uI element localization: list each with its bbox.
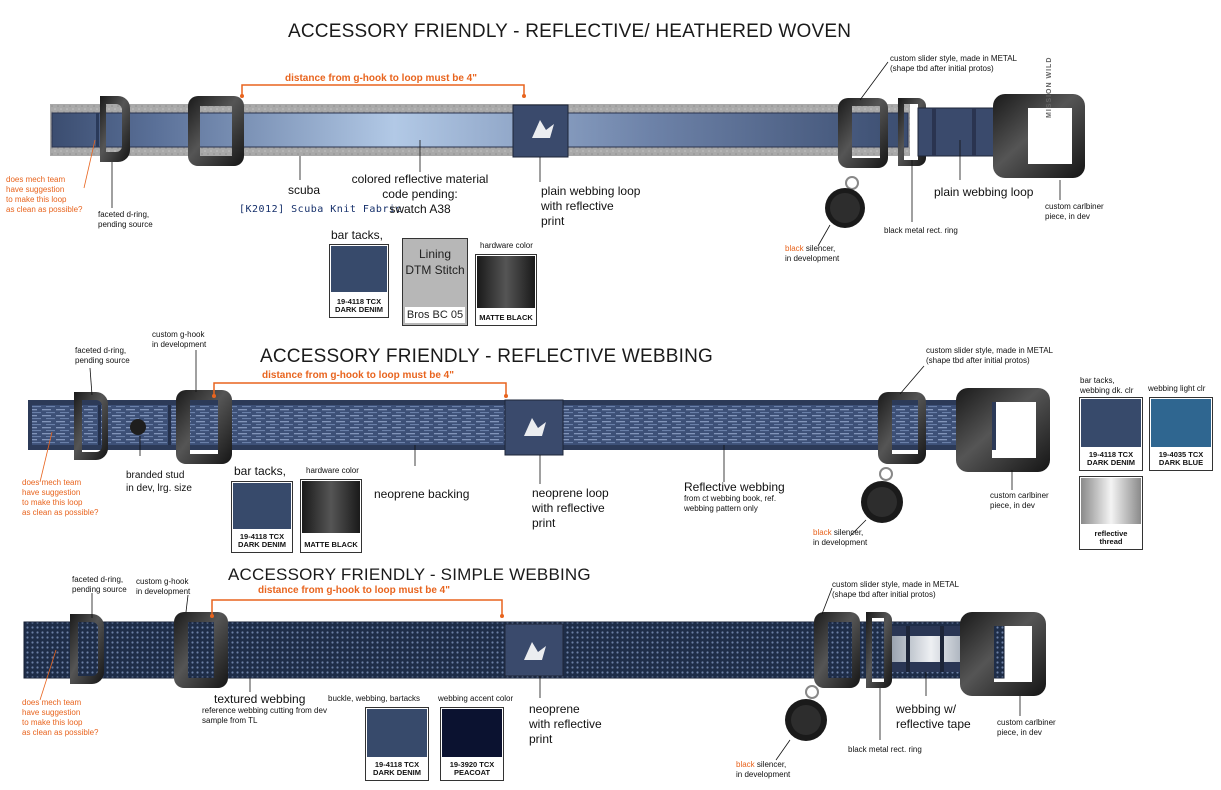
g-hook-label-2: custom g-hook in development [152, 330, 207, 349]
plain-loop-label: plain webbing loop [934, 185, 1034, 199]
slider [814, 612, 860, 688]
swatch-caption: 19-4118 TCX DARK DENIM [373, 759, 421, 778]
silencer-color-word: black [736, 760, 755, 769]
swatch-caption: reflective thread [1094, 528, 1128, 547]
silencer-label-3: black silencer, in development [736, 760, 790, 780]
d-ring [70, 614, 104, 684]
g-hook-label-3: custom g-hook in development [136, 577, 191, 596]
distance-note-1: distance from g-hook to loop must be 4" [285, 73, 477, 84]
slider-label-3: custom slider style, made in METAL (shap… [832, 580, 960, 599]
swatch-heading-hardware-2: hardware color [306, 466, 359, 475]
silencer-label-2: black silencer, in development [813, 528, 867, 548]
plain-webbing-loop [917, 107, 997, 157]
brand-logo-icon [532, 120, 554, 138]
reflective-webbing-label: Reflective webbing [684, 480, 785, 494]
swatch-matte-black-1: MATTE BLACK [475, 254, 537, 326]
carabiner-label-1: custom carlbiner piece, in dev [1045, 202, 1104, 221]
swatch-heading-bartacks-2: bar tacks, [234, 464, 287, 478]
mech-note-1: does mech team have suggestion to make t… [6, 175, 83, 214]
plain-loop-print-label: plain webbing loop with reflective print [541, 184, 641, 228]
swatch-matte-black-2: MATTE BLACK [300, 479, 362, 553]
textured-webbing-label: textured webbing [214, 692, 306, 706]
swatch-dark-denim-side: 19-4118 TCX DARK DENIM [1079, 397, 1143, 471]
slider-label-2: custom slider style, made in METAL (shap… [926, 346, 1054, 365]
reflective-webbing-note: from ct webbing book, ref. webbing patte… [684, 494, 777, 513]
swatch-heading-accent: webbing accent color [438, 694, 514, 703]
rect-ring-label-3: black metal rect. ring [848, 745, 922, 754]
d-ring-label-2: faceted d-ring, pending source [75, 346, 130, 365]
d-ring-label-3: faceted d-ring, pending source [72, 575, 127, 594]
slider-label-1: custom slider style, made in METAL (shap… [890, 54, 1018, 73]
carabiner [993, 94, 1085, 178]
swatch-caption: 19-4118 TCX DARK DENIM [238, 531, 286, 550]
swatch-reflective-thread: reflective thread [1079, 476, 1143, 550]
swatch-dark-denim-3: 19-4118 TCX DARK DENIM [365, 707, 429, 781]
swatch-lining: Lining DTM Stitch Bros BC 05 [402, 238, 468, 326]
swatch-caption: 19-4118 TCX DARK DENIM [335, 296, 383, 315]
swatch-peacoat: 19-3920 TCX PEACOAT [440, 707, 504, 781]
d-ring [74, 392, 108, 460]
section-3-title: ACCESSORY FRIENDLY - SIMPLE WEBBING [228, 565, 591, 584]
textured-webbing-note: reference webbing cutting from dev sampl… [202, 706, 327, 725]
silencer-color-word: black [813, 528, 832, 537]
side-swatch-heading-dk: bar tacks, webbing dk. clr [1080, 376, 1134, 395]
section-2-title: ACCESSORY FRIENDLY - REFLECTIVE WEBBING [260, 346, 713, 367]
stud-label: branded stud in dev, lrg. size [126, 470, 192, 494]
swatch-caption: MATTE BLACK [479, 313, 533, 323]
branded-stud [130, 419, 146, 435]
brand-mark-text: MISSION WILD [1046, 56, 1053, 118]
d-ring-label-1: faceted d-ring, pending source [98, 210, 153, 229]
swatch-caption: 19-3920 TCX PEACOAT [449, 759, 495, 778]
reflective-strap [51, 112, 909, 148]
g-hook [188, 96, 244, 166]
collar-3 [23, 587, 1046, 761]
rect-ring-label-1: black metal rect. ring [884, 226, 958, 235]
swatch-caption: Bros BC 05 [405, 307, 465, 323]
brand-logo-icon [524, 418, 546, 436]
swatch-caption: 19-4118 TCX DARK DENIM [1087, 449, 1135, 468]
rect-ring [866, 612, 892, 688]
scuba-label: scuba [288, 183, 321, 197]
backing-label: neoprene backing [374, 487, 470, 501]
mech-note-3: does mech team have suggestion to make t… [22, 698, 99, 737]
collar-2 [28, 350, 1050, 537]
fabric-code-label: [K2012] Scuba Knit Fabric [239, 204, 403, 215]
d-ring [100, 96, 130, 162]
swatch-heading-bartacks-1: bar tacks, [331, 228, 384, 242]
silencer-label-1: black silencer, in development [785, 244, 839, 264]
neoprene-loop-label: neoprene loop with reflective print [532, 486, 609, 530]
swatch-dark-blue-side: 19-4035 TCX DARK BLUE [1149, 397, 1213, 471]
brand-logo-icon [524, 642, 546, 660]
collar-1 [50, 61, 1085, 247]
neoprene-print-label: neoprene with reflective print [529, 702, 602, 746]
slider [878, 392, 926, 464]
reflective-material-label: colored reflective material code pending… [351, 172, 489, 216]
swatch-caption: MATTE BLACK [304, 540, 358, 550]
lining-text: Lining DTM Stitch [405, 247, 465, 277]
carabiner [960, 612, 1046, 696]
swatch-dark-denim-2: 19-4118 TCX DARK DENIM [231, 481, 293, 553]
side-swatch-heading-light: webbing light clr [1148, 384, 1206, 393]
distance-note-2: distance from g-hook to loop must be 4" [262, 370, 454, 381]
silencer-color-word: black [785, 244, 804, 253]
silencer-text: silencer, in development [785, 244, 840, 263]
slider [838, 98, 888, 168]
webbing-tape-label: webbing w/ reflective tape [896, 702, 971, 731]
g-hook [176, 390, 232, 464]
mech-note-2: does mech team have suggestion to make t… [22, 478, 99, 517]
section-1-title: ACCESSORY FRIENDLY - REFLECTIVE/ HEATHER… [288, 21, 852, 42]
carabiner [956, 388, 1050, 472]
swatch-caption: 19-4035 TCX DARK BLUE [1158, 449, 1204, 468]
g-hook [174, 612, 228, 688]
distance-note-3: distance from g-hook to loop must be 4" [258, 585, 450, 596]
swatch-heading-hardware-1: hardware color [480, 241, 533, 250]
silencer-text: silencer, in development [813, 528, 868, 547]
swatch-heading-buckle: buckle, webbing, bartacks [328, 694, 421, 703]
carabiner-label-2: custom carlbiner piece, in dev [990, 491, 1049, 510]
swatch-dark-denim-1: 19-4118 TCX DARK DENIM [329, 244, 389, 318]
carabiner-label-3: custom carlbiner piece, in dev [997, 718, 1056, 737]
silencer-text: silencer, in development [736, 760, 791, 779]
